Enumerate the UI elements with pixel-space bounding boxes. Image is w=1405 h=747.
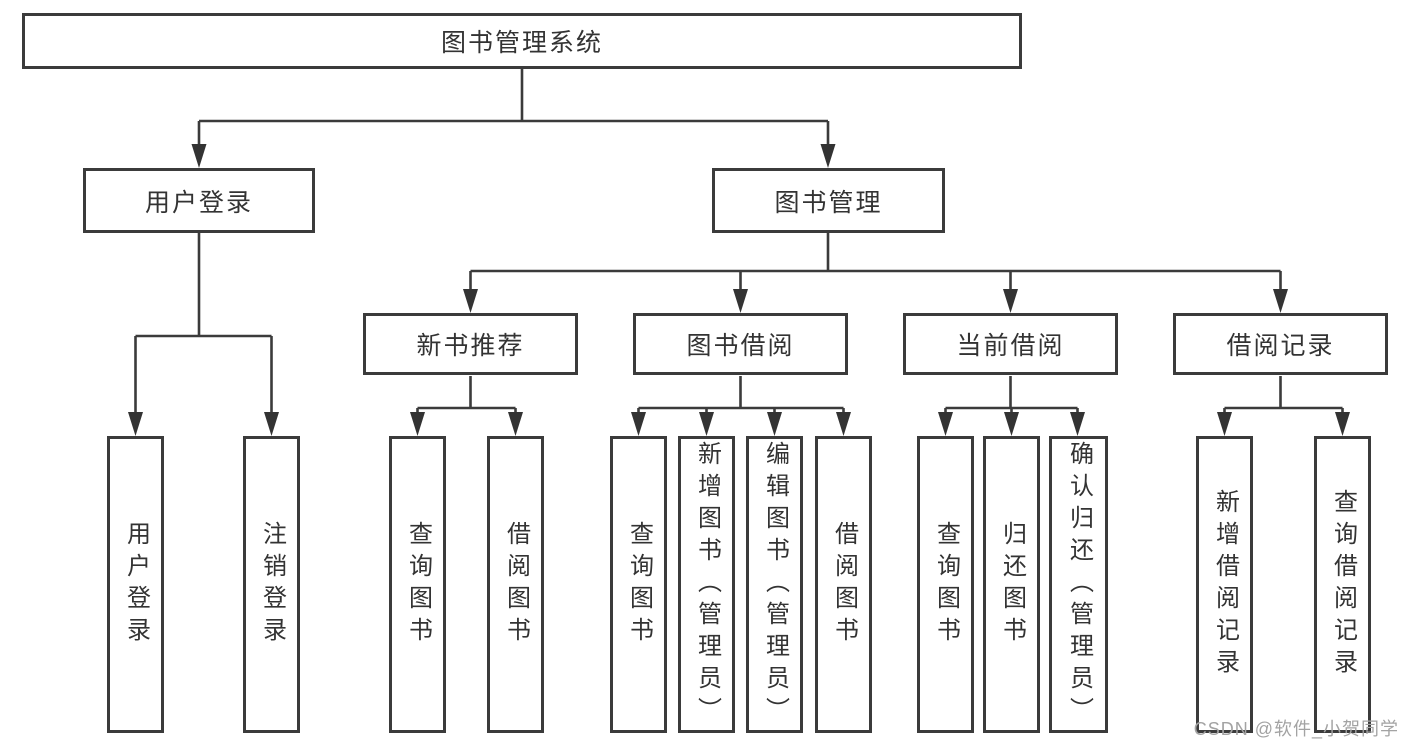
arrowhead-icon	[1070, 412, 1085, 436]
node-label: 借阅记录	[1226, 332, 1335, 360]
node-label: 当前借阅	[956, 332, 1065, 360]
node-label: 确认归还（管理员）	[1065, 440, 1093, 729]
node-label: 查询图书	[404, 520, 432, 649]
node-label: 用户登录	[122, 520, 150, 649]
connector-root-to-level2	[191, 69, 836, 168]
leaf-newbook-query-books: 查询图书	[389, 436, 446, 733]
node-new-book-recommend: 新书推荐	[363, 313, 578, 375]
node-user-login: 用户登录	[83, 168, 315, 233]
node-label: 编辑图书（管理员）	[761, 440, 789, 729]
connector-userlogin-to-leaves	[128, 233, 279, 436]
arrowhead-icon	[410, 412, 425, 436]
node-book-borrow: 图书借阅	[633, 313, 848, 375]
arrowhead-icon	[508, 412, 523, 436]
node-root-system: 图书管理系统	[22, 13, 1022, 69]
leaf-newbook-borrow-books: 借阅图书	[487, 436, 544, 733]
node-label: 图书管理	[774, 188, 883, 217]
connector-bookborrow-to-leaves	[631, 376, 851, 436]
arrowhead-icon	[264, 412, 279, 436]
leaf-current-return-books: 归还图书	[983, 436, 1040, 733]
node-borrow-record: 借阅记录	[1173, 313, 1388, 375]
connector-currentborrow-to-leaves	[938, 376, 1085, 436]
arrowhead-icon	[1273, 289, 1288, 313]
connector-borrowrecord-to-leaves	[1217, 376, 1350, 436]
leaf-record-add-borrow-record: 新增借阅记录	[1196, 436, 1253, 733]
arrowhead-icon	[1217, 412, 1232, 436]
arrowhead-icon	[191, 144, 207, 168]
arrowhead-icon	[631, 412, 646, 436]
node-current-borrow: 当前借阅	[903, 313, 1118, 375]
node-label: 归还图书	[998, 520, 1026, 649]
node-label: 新增图书（管理员）	[693, 440, 721, 729]
leaf-user-login: 用户登录	[107, 436, 164, 733]
node-label: 查询借阅记录	[1329, 488, 1357, 681]
connector-newbook-to-leaves	[410, 376, 523, 436]
leaf-record-query-borrow-record: 查询借阅记录	[1314, 436, 1371, 733]
arrowhead-icon	[128, 412, 143, 436]
node-label: 新增借阅记录	[1211, 488, 1239, 681]
arrowhead-icon	[836, 412, 851, 436]
arrowhead-icon	[733, 289, 748, 313]
arrowhead-icon	[1335, 412, 1350, 436]
arrowhead-icon	[1003, 289, 1018, 313]
arrowhead-icon	[767, 412, 782, 436]
node-book-management: 图书管理	[712, 168, 945, 233]
node-label: 借阅图书	[830, 520, 858, 649]
leaf-logout: 注销登录	[243, 436, 300, 733]
node-label: 新书推荐	[416, 332, 525, 360]
leaf-current-query-books: 查询图书	[917, 436, 974, 733]
leaf-borrow-borrow-books: 借阅图书	[815, 436, 872, 733]
arrowhead-icon	[463, 289, 478, 313]
arrowhead-icon	[1004, 412, 1019, 436]
leaf-borrow-query-books: 查询图书	[610, 436, 667, 733]
node-label: 注销登录	[258, 520, 286, 649]
leaf-borrow-edit-books-admin: 编辑图书（管理员）	[746, 436, 803, 733]
arrowhead-icon	[938, 412, 953, 436]
arrowhead-icon	[699, 412, 714, 436]
node-label: 借阅图书	[502, 520, 530, 649]
node-label: 图书借阅	[686, 332, 795, 360]
leaf-current-confirm-return-admin: 确认归还（管理员）	[1049, 436, 1108, 733]
node-label: 查询图书	[625, 520, 653, 649]
node-label: 查询图书	[932, 520, 960, 649]
connector-bookmgmt-to-level3	[463, 233, 1288, 313]
leaf-borrow-add-books-admin: 新增图书（管理员）	[678, 436, 735, 733]
node-label: 图书管理系统	[440, 29, 603, 57]
arrowhead-icon	[820, 144, 836, 168]
csdn-watermark: CSDN @软件_小贺同学	[1193, 719, 1399, 739]
node-label: 用户登录	[144, 188, 253, 217]
